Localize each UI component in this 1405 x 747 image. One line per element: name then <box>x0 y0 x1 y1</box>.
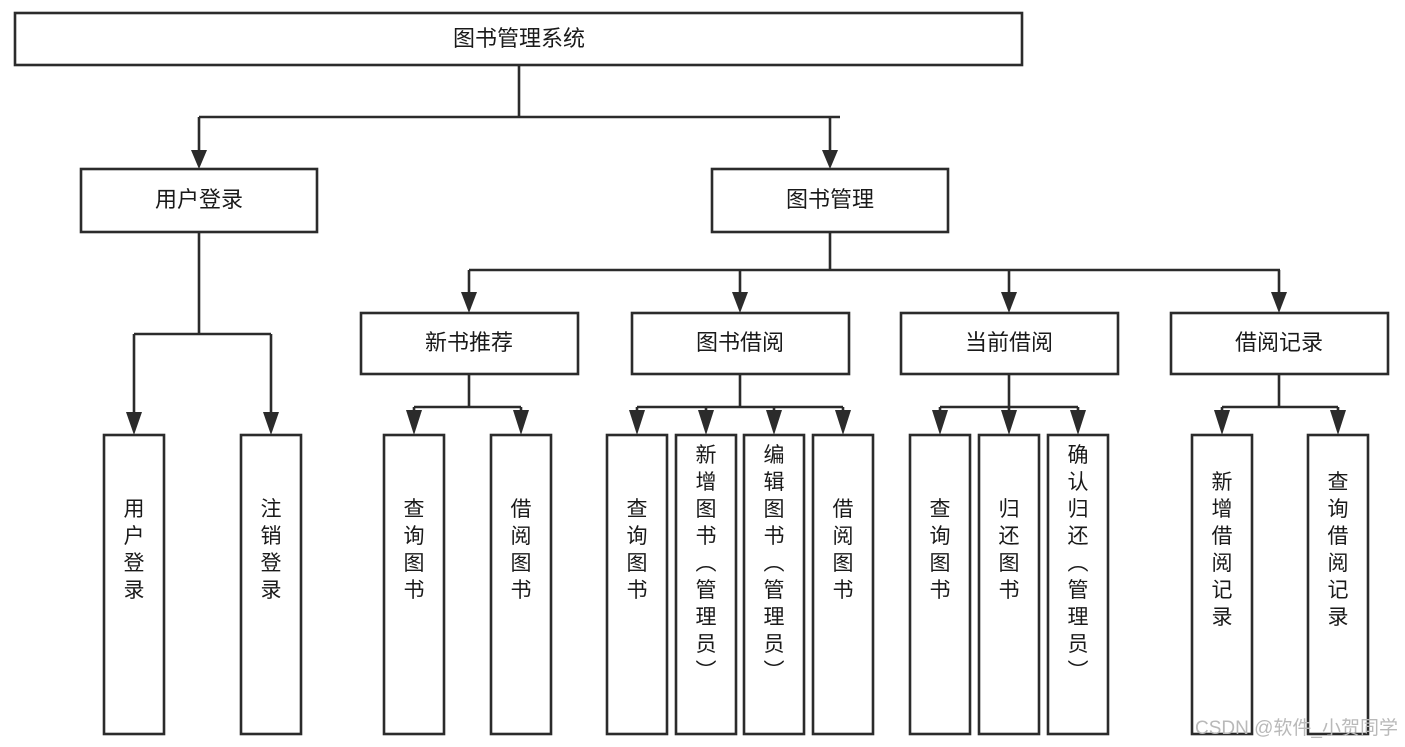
arrow-head-leaf-query-borrow-record <box>1330 410 1346 435</box>
node-leaf-query-book-2-box[interactable] <box>605 433 669 736</box>
node-leaf-edit-book[interactable]: 编辑图书︵管理员︶ <box>742 433 806 736</box>
arrow-head-leaf-borrow-book-1 <box>513 410 529 435</box>
connector-group-book-manage-to-level3 <box>461 232 1287 313</box>
connector-group-book-borrow-leaves <box>629 374 851 435</box>
node-borrow-record[interactable]: 借阅记录 <box>1169 311 1390 376</box>
node-book-manage-box[interactable] <box>710 167 950 234</box>
node-leaf-edit-book-box[interactable] <box>742 433 806 736</box>
node-leaf-query-book-3-label: 查询图书 <box>930 498 951 602</box>
node-borrow-record-label: 借阅记录 <box>1235 330 1323 355</box>
arrow-head-leaf-borrow-book-2 <box>835 410 851 435</box>
node-leaf-logout-login-box[interactable] <box>239 433 303 736</box>
node-leaf-edit-book-label: 编辑图书︵管理员︶ <box>764 444 785 683</box>
arrow-head-book-manage <box>822 150 838 169</box>
node-leaf-borrow-book-1[interactable]: 借阅图书 <box>489 433 553 736</box>
node-leaf-borrow-book-2-label: 借阅图书 <box>833 498 854 602</box>
node-leaf-user-login-label: 用户登录 <box>124 498 145 602</box>
connector-group-user-login-leaves <box>126 232 279 435</box>
node-new-book-recommend-label: 新书推荐 <box>425 330 513 355</box>
connector-group-current-borrow-leaves <box>932 374 1086 435</box>
node-leaf-add-book[interactable]: 新增图书︵管理员︶ <box>674 433 738 736</box>
node-leaf-query-book-3[interactable]: 查询图书 <box>908 433 972 736</box>
node-book-borrow[interactable]: 图书借阅 <box>630 311 851 376</box>
node-leaf-query-book-1-box[interactable] <box>382 433 446 736</box>
node-leaf-borrow-book-1-label: 借阅图书 <box>511 498 532 602</box>
node-borrow-record-box[interactable] <box>1169 311 1390 376</box>
node-leaf-query-borrow-record-label: 查询借阅记录 <box>1328 471 1349 629</box>
node-user-login-box[interactable] <box>79 167 319 234</box>
node-leaf-query-book-2-label: 查询图书 <box>627 498 648 602</box>
node-leaf-add-book-box[interactable] <box>674 433 738 736</box>
arrow-head-new-book-recommend <box>461 292 477 313</box>
node-leaf-query-book-1[interactable]: 查询图书 <box>382 433 446 736</box>
node-leaf-query-book-2[interactable]: 查询图书 <box>605 433 669 736</box>
node-leaf-add-borrow-record[interactable]: 新增借阅记录 <box>1190 433 1254 736</box>
node-leaf-return-book-box[interactable] <box>977 433 1041 736</box>
node-new-book-recommend-box[interactable] <box>359 311 580 376</box>
node-leaf-borrow-book-2[interactable]: 借阅图书 <box>811 433 875 736</box>
node-leaf-confirm-return-box[interactable] <box>1046 433 1110 736</box>
node-leaf-logout-login[interactable]: 注销登录 <box>239 433 303 736</box>
node-leaf-borrow-book-2-box[interactable] <box>811 433 875 736</box>
node-current-borrow[interactable]: 当前借阅 <box>899 311 1120 376</box>
arrow-head-leaf-user-login <box>126 412 142 435</box>
connector-group-borrow-record-leaves <box>1214 374 1346 435</box>
arrow-head-current-borrow <box>1001 292 1017 313</box>
arrow-head-borrow-record <box>1271 292 1287 313</box>
node-current-borrow-label: 当前借阅 <box>965 330 1053 355</box>
node-root-label: 图书管理系统 <box>453 26 585 51</box>
node-leaf-confirm-return-label: 确认归还︵管理员︶ <box>1068 444 1089 683</box>
node-leaf-add-borrow-record-box[interactable] <box>1190 433 1254 736</box>
arrow-head-leaf-logout-login <box>263 412 279 435</box>
node-leaf-confirm-return[interactable]: 确认归还︵管理员︶ <box>1046 433 1110 736</box>
node-leaf-query-borrow-record[interactable]: 查询借阅记录 <box>1306 433 1370 736</box>
connector-group-root-to-level2 <box>191 65 840 169</box>
arrow-head-leaf-confirm-return <box>1070 410 1086 435</box>
node-leaf-add-book-label: 新增图书︵管理员︶ <box>696 444 717 683</box>
node-leaf-user-login[interactable]: 用户登录 <box>102 433 166 736</box>
node-leaf-query-book-1-label: 查询图书 <box>404 498 425 602</box>
arrow-head-leaf-add-borrow-record <box>1214 410 1230 435</box>
node-root-box[interactable] <box>13 11 1024 67</box>
node-user-login-label: 用户登录 <box>155 187 243 212</box>
node-leaf-user-login-box[interactable] <box>102 433 166 736</box>
node-current-borrow-box[interactable] <box>899 311 1120 376</box>
arrow-head-book-borrow <box>732 292 748 313</box>
node-leaf-query-book-3-box[interactable] <box>908 433 972 736</box>
node-new-book-recommend[interactable]: 新书推荐 <box>359 311 580 376</box>
node-leaf-borrow-book-1-box[interactable] <box>489 433 553 736</box>
node-leaf-logout-login-label: 注销登录 <box>261 498 282 602</box>
node-leaf-query-borrow-record-box[interactable] <box>1306 433 1370 736</box>
node-leaf-return-book[interactable]: 归还图书 <box>977 433 1041 736</box>
arrow-head-leaf-query-book-3 <box>932 410 948 435</box>
node-leaf-return-book-label: 归还图书 <box>999 498 1020 602</box>
arrow-head-leaf-return-book <box>1001 410 1017 435</box>
arrow-head-leaf-query-book-2 <box>629 410 645 435</box>
arrow-head-leaf-add-book <box>698 410 714 435</box>
csdn-watermark: CSDN @软件_小贺同学 <box>1195 717 1398 739</box>
arrow-head-leaf-edit-book <box>766 410 782 435</box>
arrow-head-user-login <box>191 150 207 169</box>
node-user-login[interactable]: 用户登录 <box>79 167 319 234</box>
node-leaf-add-borrow-record-label: 新增借阅记录 <box>1212 471 1233 629</box>
node-book-borrow-label: 图书借阅 <box>696 330 784 355</box>
node-book-manage-label: 图书管理 <box>786 187 874 212</box>
node-book-borrow-box[interactable] <box>630 311 851 376</box>
node-root[interactable]: 图书管理系统 <box>13 11 1024 67</box>
arrow-head-leaf-query-book-1 <box>406 410 422 435</box>
node-book-manage[interactable]: 图书管理 <box>710 167 950 234</box>
connector-group-new-book-recommend-leaves <box>406 374 529 435</box>
